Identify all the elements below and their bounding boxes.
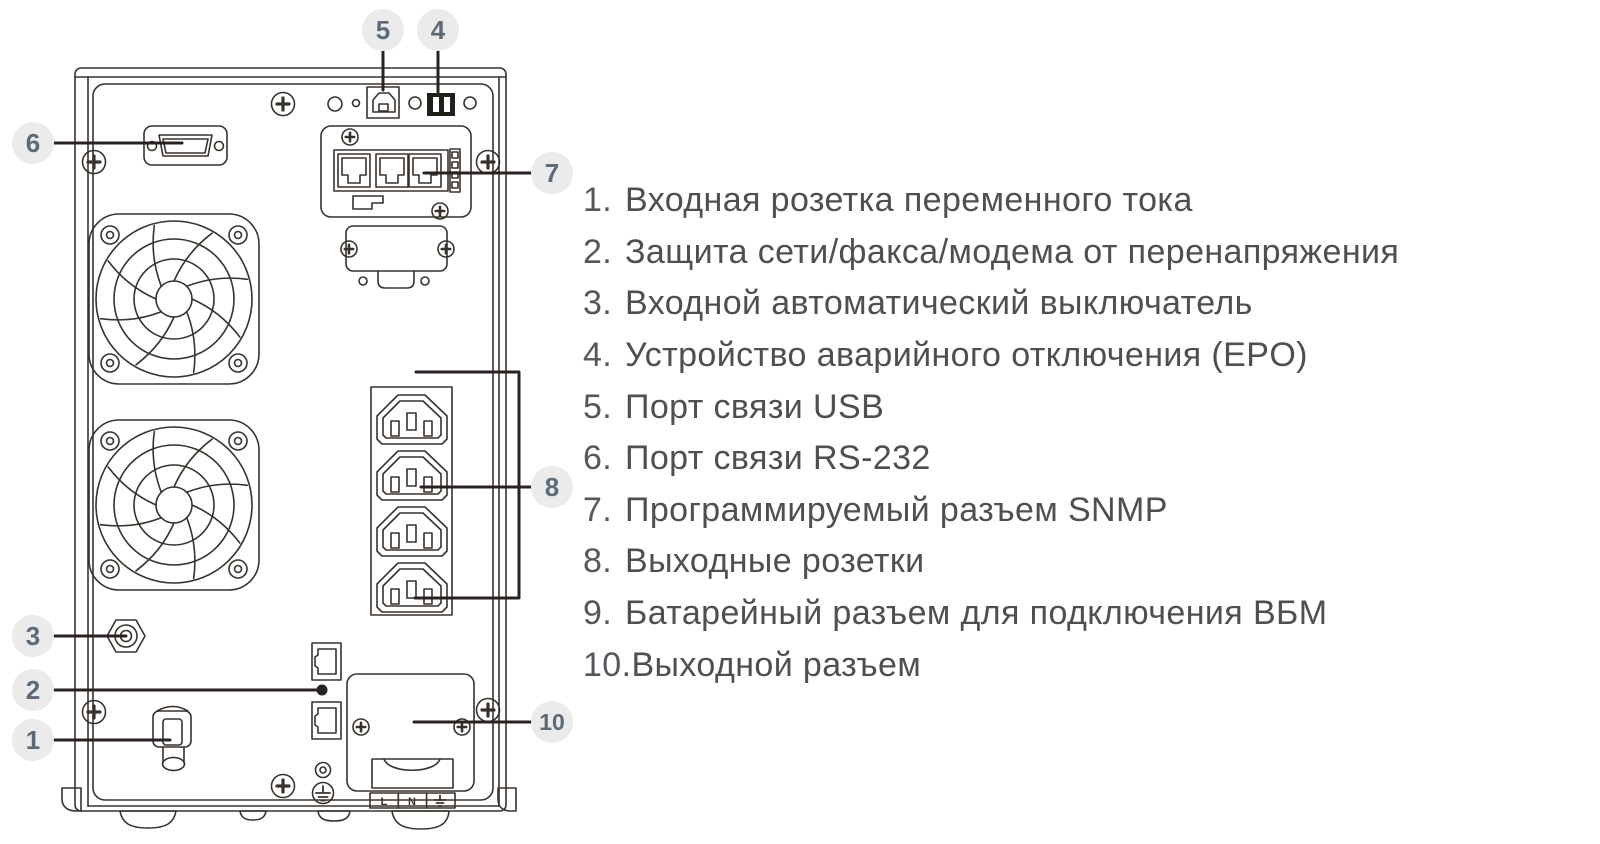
legend-item: 7. Программируемый разъем SNMP xyxy=(583,485,1399,537)
legend-item-number: 10. xyxy=(583,645,632,684)
rs232-port xyxy=(143,125,228,166)
legend-item: 4. Устройство аварийного отключения (EPO… xyxy=(583,330,1399,382)
ac-input-socket xyxy=(152,705,192,772)
callout-badge-10: 10 xyxy=(531,701,573,743)
panel-screws xyxy=(80,90,502,800)
legend-item: 10. Выходной разъем xyxy=(583,639,1399,691)
ups-case-outline xyxy=(61,67,517,830)
legend-item-text: Выходной разъем xyxy=(631,645,922,684)
legend-item: 2. Защита сети/факса/модема от перенапря… xyxy=(583,227,1399,279)
legend-item-text: Батарейный разъем для подключения ВБМ xyxy=(625,594,1328,633)
legend-item-text: Защита сети/факса/модема от перенапряжен… xyxy=(625,232,1400,271)
legend-item: 8. Выходные розетки xyxy=(583,536,1399,588)
legend-item-text: Порт связи USB xyxy=(625,387,885,426)
cooling-fan-top xyxy=(88,213,260,385)
legend-item-text: Входной автоматический выключатель xyxy=(625,284,1253,323)
callout-badge-6: 6 xyxy=(12,122,54,164)
callout-badge-7: 7 xyxy=(531,152,573,194)
legend-item-number: 6. xyxy=(583,439,613,478)
callout-badge-8: 8 xyxy=(531,466,573,508)
legend-item-number: 9. xyxy=(583,594,613,633)
usb-port xyxy=(327,86,422,119)
legend-item-number: 5. xyxy=(583,387,613,426)
callout-badge-2: 2 xyxy=(12,669,54,711)
legend-list: 1. Входная розетка переменного тока 2. З… xyxy=(583,175,1399,691)
legend-item-number: 7. xyxy=(583,490,613,529)
surge-protection-jacks xyxy=(311,642,342,740)
callout-badge-4: 4 xyxy=(417,9,459,51)
callout-badge-1: 1 xyxy=(12,719,54,761)
legend-item: 6. Порт связи RS-232 xyxy=(583,433,1399,485)
legend-item-text: Порт связи RS-232 xyxy=(625,439,931,478)
legend-item-text: Входная розетка переменного тока xyxy=(625,181,1193,220)
epo-connector xyxy=(427,93,477,116)
legend-item-text: Программируемый разъем SNMP xyxy=(625,490,1168,529)
legend-item: 5. Порт связи USB xyxy=(583,381,1399,433)
callout-badge-5: 5 xyxy=(362,9,404,51)
output-outlets xyxy=(370,386,453,616)
ground-screw xyxy=(311,761,335,805)
ups-rear-panel-drawing: L N xyxy=(51,48,534,830)
legend-item-text: Выходные розетки xyxy=(625,542,925,581)
battery-connector-cover xyxy=(339,225,456,289)
legend-item: 3. Входной автоматический выключатель xyxy=(583,278,1399,330)
legend-item-text: Устройство аварийного отключения (EPO) xyxy=(625,336,1308,375)
legend-item: 1. Входная розетка переменного тока xyxy=(583,175,1399,227)
legend-item-number: 8. xyxy=(583,542,613,581)
callout-badge-3: 3 xyxy=(12,615,54,657)
legend-item-number: 1. xyxy=(583,181,613,220)
terminal-block: L N xyxy=(369,792,456,809)
legend-item-number: 4. xyxy=(583,336,613,375)
terminal-label-n: N xyxy=(408,796,416,808)
terminal-label-l: L xyxy=(381,796,388,808)
cooling-fan-bottom xyxy=(88,419,260,591)
legend-item-number: 3. xyxy=(583,284,613,323)
legend-item: 9. Батарейный разъем для подключения ВБМ xyxy=(583,588,1399,640)
callout-leader-lines xyxy=(51,48,534,742)
ground-terminal-icon xyxy=(433,794,447,807)
legend-item-number: 2. xyxy=(583,232,613,271)
output-terminal-cover xyxy=(346,673,475,792)
